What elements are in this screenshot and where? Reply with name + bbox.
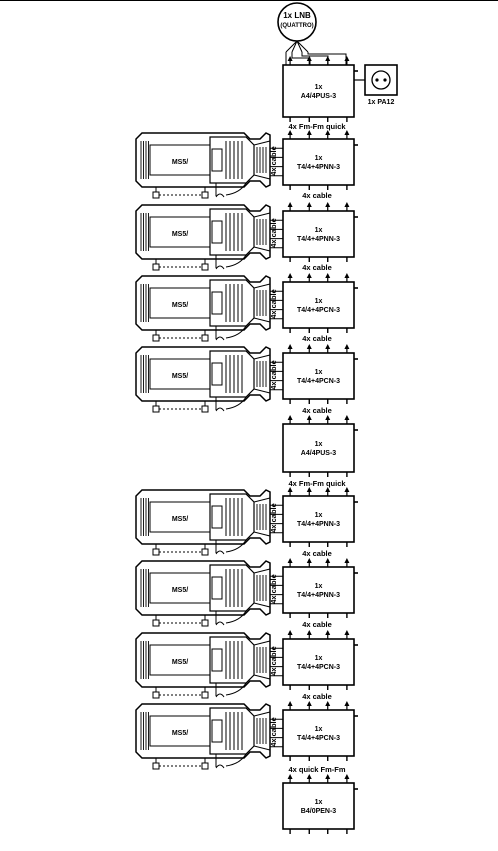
top-border-line	[0, 0, 498, 1]
cable-label-between: 4x cable	[302, 191, 332, 200]
multiswitch-model: T4/4+4PCN-3	[297, 735, 340, 742]
cable-label-between: 4x cable	[302, 620, 332, 629]
cable-label-side: 4x cable	[269, 717, 278, 747]
amplifier-top-qty: 1x	[315, 84, 323, 91]
lnb-unit: 1x LNB (QUATTRO)	[277, 2, 317, 53]
power-supply: 1x PA12	[354, 64, 398, 106]
receiver-unit: MS5/	[135, 632, 271, 699]
cable-label-side: 4x cable	[269, 360, 278, 390]
cable-label-between: 4x cable	[302, 549, 332, 558]
cable-label-fm-quick-mid: 4x Fm-Fm quick	[288, 479, 346, 488]
receiver-label: MS5/	[172, 516, 188, 523]
amplifier-top-model: A4/4PUS-3	[301, 93, 337, 100]
terminator-qty: 1x	[315, 799, 323, 806]
cable-label-side: 4x cable	[269, 503, 278, 533]
multiswitch-qty: 1x	[315, 227, 323, 234]
amplifier-mid-model: A4/4PUS-3	[301, 450, 337, 457]
cable-label-side: 4x cable	[269, 289, 278, 319]
receiver-unit: MS5/	[135, 346, 271, 413]
multiswitch-model: T4/4+4PNN-3	[297, 592, 340, 599]
multiswitch-model: T4/4+4PNN-3	[297, 236, 340, 243]
lnb-cables	[285, 52, 347, 65]
lnb-label: 1x LNB	[283, 11, 311, 20]
receiver-unit: MS5/	[135, 489, 271, 556]
multiswitch-qty: 1x	[315, 726, 323, 733]
multiswitch-qty: 1x	[315, 512, 323, 519]
receiver-unit: MS5/	[135, 204, 271, 271]
multiswitch-model: T4/4+4PNN-3	[297, 164, 340, 171]
multiswitch-qty: 1x	[315, 298, 323, 305]
receiver-unit: MS5/	[135, 560, 271, 627]
cable-label-quick-fm: 4x quick Fm-Fm	[288, 765, 345, 774]
cable-label-between: 4x cable	[302, 263, 332, 272]
cable-label-side: 4x cable	[269, 146, 278, 176]
receiver-label: MS5/	[172, 231, 188, 238]
receiver-label: MS5/	[172, 302, 188, 309]
receiver-unit: MS5/	[135, 132, 271, 199]
receiver-unit: MS5/	[135, 275, 271, 342]
multiswitch-qty: 1x	[315, 655, 323, 662]
multiswitch-model: T4/4+4PCN-3	[297, 378, 340, 385]
multiswitch-qty: 1x	[315, 369, 323, 376]
receiver-label: MS5/	[172, 587, 188, 594]
cable-label-between: 4x cable	[302, 334, 332, 343]
multiswitch-model: T4/4+4PCN-3	[297, 307, 340, 314]
receiver-label: MS5/	[172, 373, 188, 380]
multiswitch-qty: 1x	[315, 155, 323, 162]
terminator-model: B4/0PEN-3	[301, 808, 337, 815]
multiswitch-model: T4/4+4PCN-3	[297, 664, 340, 671]
amplifier-mid-qty: 1x	[315, 441, 323, 448]
cable-label-between: 4x cable	[302, 692, 332, 701]
cable-label-between: 4x cable	[302, 406, 332, 415]
receiver-label: MS5/	[172, 730, 188, 737]
cable-label-side: 4x cable	[269, 218, 278, 248]
lnb-type-label: (QUATTRO)	[280, 23, 313, 29]
receiver-label: MS5/	[172, 659, 188, 666]
receiver-label: MS5/	[172, 159, 188, 166]
cable-label-fm-quick-top: 4x Fm-Fm quick	[288, 122, 346, 131]
multiswitch-qty: 1x	[315, 583, 323, 590]
receiver-unit: MS5/	[135, 703, 271, 770]
cable-label-side: 4x cable	[269, 574, 278, 604]
cable-label-side: 4x cable	[269, 646, 278, 676]
psu-label: 1x PA12	[368, 99, 395, 106]
multiswitch-model: T4/4+4PNN-3	[297, 521, 340, 528]
